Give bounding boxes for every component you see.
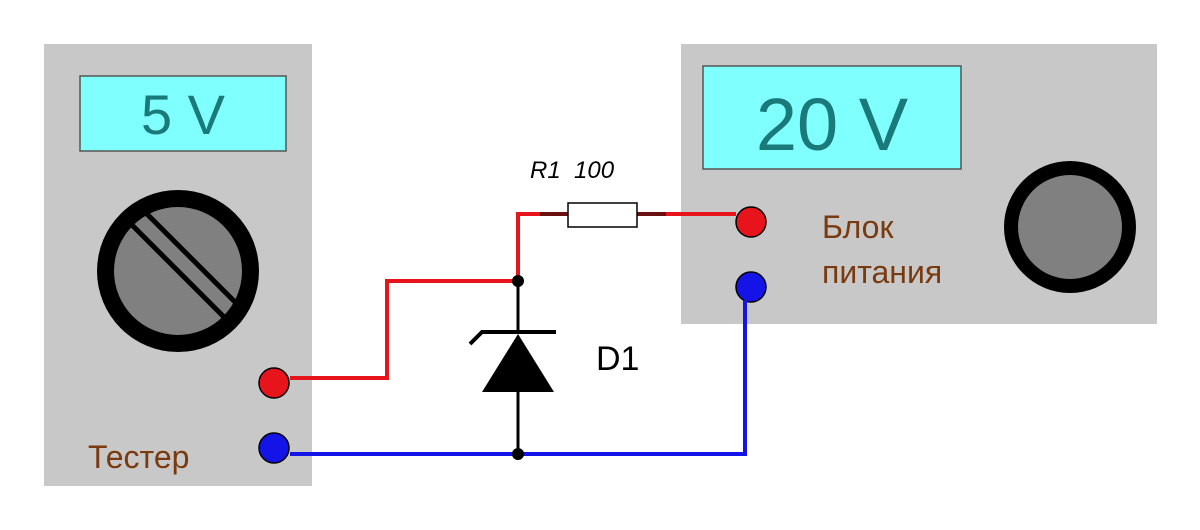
tester-terminal-negative[interactable] <box>258 432 290 464</box>
wire-negative <box>290 300 747 456</box>
diode-label: D1 <box>596 340 639 378</box>
junction-dot-bottom <box>512 448 524 460</box>
power-supply-label-line2: питания <box>822 254 942 290</box>
dial-slot-icon <box>126 219 228 321</box>
tester-label: Тестер <box>88 439 189 475</box>
tester-display-value: 5 V <box>141 83 226 146</box>
power-supply-display <box>702 65 962 170</box>
power-supply-terminal-negative[interactable] <box>735 271 767 303</box>
wire-positive-tester <box>290 279 518 380</box>
zener-diode-icon <box>468 330 556 392</box>
resistor-label: R1 100 <box>530 157 615 184</box>
power-supply: 20 V Блок питания <box>681 44 1157 324</box>
power-supply-display-value: 20 V <box>756 83 909 166</box>
tester-terminal-positive[interactable] <box>258 367 290 399</box>
tester: 5 V Тестер <box>44 44 312 486</box>
resistor-body <box>567 202 638 228</box>
junction-dot-top <box>512 275 524 287</box>
wire-positive-supply <box>516 212 568 281</box>
power-supply-knob[interactable] <box>1004 161 1136 293</box>
tester-display <box>79 75 287 152</box>
power-supply-terminal-positive[interactable] <box>735 206 767 238</box>
power-supply-label-line1: Блок <box>822 209 894 245</box>
tester-dial-knob[interactable] <box>97 190 259 352</box>
